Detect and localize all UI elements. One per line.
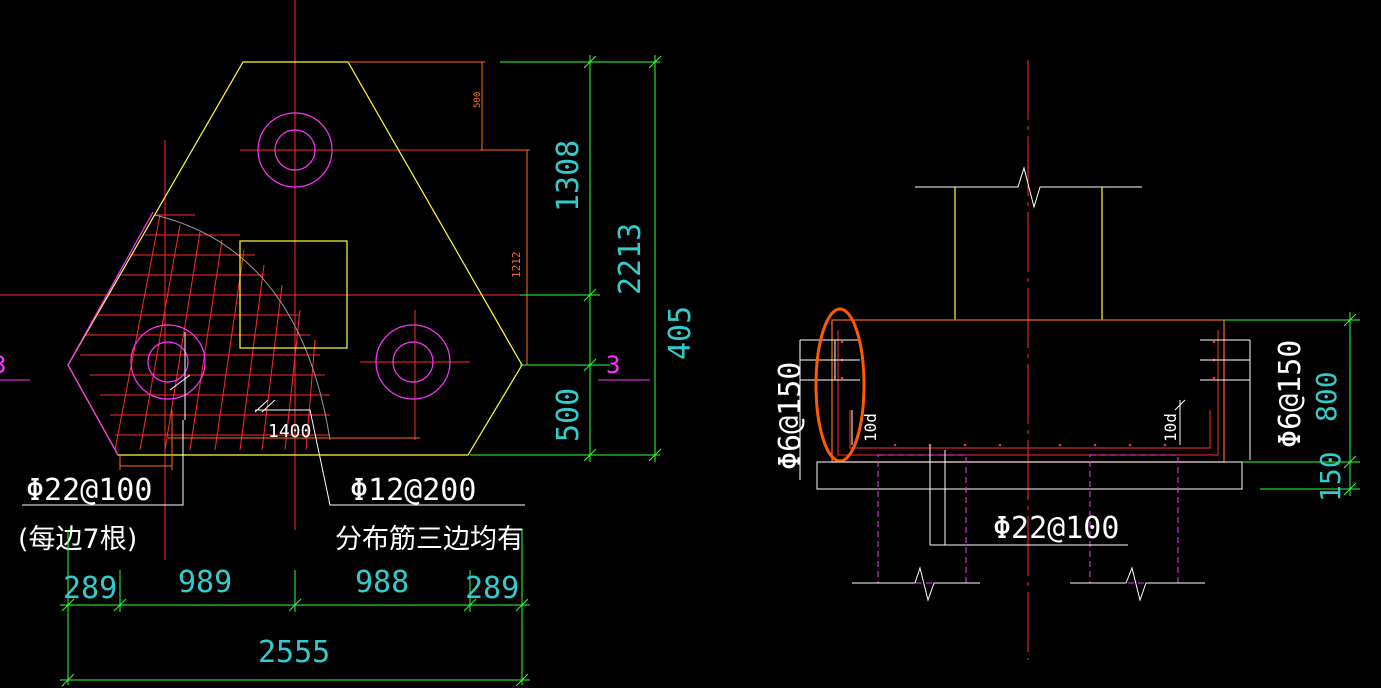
section-column[interactable] bbox=[954, 187, 1103, 320]
label-main-rebar: Φ22@100 bbox=[26, 473, 152, 508]
plan-dim-289-left: 289 bbox=[63, 571, 117, 606]
section-view: Φ6@150 10d 10d Φ6@150 800 150 Φ22@100 bbox=[773, 60, 1360, 660]
section-bottom-bar bbox=[849, 410, 1211, 449]
section-dim-150: 150 bbox=[1314, 451, 1347, 502]
plan-dim-289-right: 289 bbox=[465, 571, 519, 606]
plan-dim-2213: 2213 bbox=[613, 223, 648, 295]
section-rebar-dots bbox=[840, 340, 1216, 447]
label-main-rebar-note: (每边7根) bbox=[18, 524, 137, 555]
plan-dim-1308: 1308 bbox=[551, 140, 586, 212]
section-cushion-layer[interactable] bbox=[816, 461, 1243, 490]
plan-dim-988: 988 bbox=[355, 565, 409, 600]
plan-mark-3-right: 3 bbox=[606, 351, 620, 379]
section-piles[interactable] bbox=[877, 454, 1179, 584]
section-label-stirrup-right: Φ6@150 bbox=[1273, 340, 1308, 448]
pile-right[interactable] bbox=[375, 324, 451, 400]
plan-dim-989: 989 bbox=[178, 565, 232, 600]
plan-dim-500-small: 500 bbox=[473, 92, 483, 108]
plan-dim-lines-bottom bbox=[60, 530, 530, 687]
section-dim-lines bbox=[1224, 312, 1360, 496]
plan-view: 500 1212 1308 2213 405 500 3 bbox=[0, 0, 698, 687]
pile-break-right bbox=[1070, 566, 1205, 602]
column-break-line bbox=[915, 166, 1142, 209]
section-label-10d-right: 10d bbox=[1161, 413, 1180, 442]
section-dim-800: 800 bbox=[1310, 371, 1343, 422]
label-dist-rebar-note: 分布筋三边均有 bbox=[335, 524, 524, 555]
plan-dim-405: 405 bbox=[663, 306, 698, 360]
plan-dim-2555: 2555 bbox=[258, 635, 330, 670]
plan-dim-lines-right bbox=[470, 55, 662, 462]
section-label-bottom-bar: Φ22@100 bbox=[993, 511, 1119, 546]
section-stirrup-ticks bbox=[799, 339, 1251, 480]
section-rebar-outline bbox=[837, 330, 1219, 456]
plan-dim-1212: 1212 bbox=[510, 252, 523, 279]
pile-break-left bbox=[852, 566, 980, 602]
plan-column[interactable] bbox=[239, 240, 348, 349]
plan-dim-1400-lines bbox=[254, 399, 276, 413]
label-dist-rebar: Φ12@200 bbox=[350, 473, 476, 508]
section-label-10d-left: 10d bbox=[861, 413, 880, 442]
section-label-stirrup-left: Φ6@150 bbox=[773, 362, 808, 470]
highlight-ellipse[interactable] bbox=[814, 307, 866, 463]
plan-leader-lines bbox=[22, 332, 525, 506]
pile-top[interactable] bbox=[257, 112, 333, 188]
plan-dim-1400: 1400 bbox=[268, 421, 311, 442]
plan-centerlines bbox=[0, 0, 600, 560]
pile-left[interactable] bbox=[130, 324, 206, 400]
pile-cap-magenta-edge bbox=[67, 211, 154, 456]
plan-mark-3-left: 3 bbox=[0, 351, 6, 379]
section-bottom-leader bbox=[929, 445, 1128, 546]
plan-rebar-arc bbox=[154, 214, 331, 441]
plan-dim-500-right: 500 bbox=[551, 388, 586, 442]
plan-rebar-grid bbox=[80, 214, 330, 451]
